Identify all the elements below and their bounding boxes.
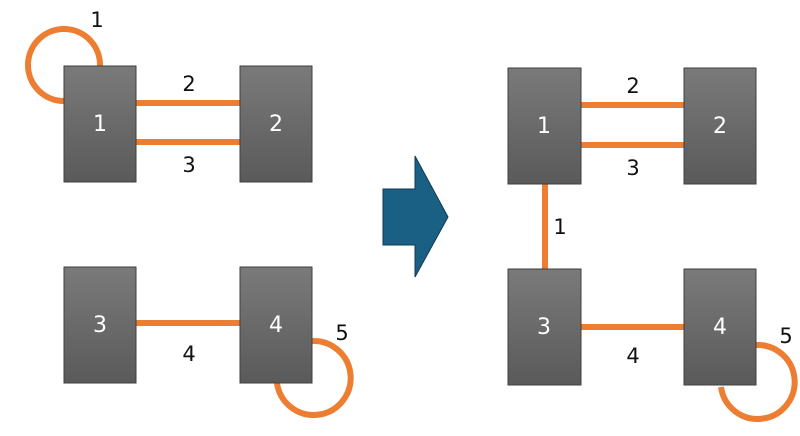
before-graph: 1 2 3 4 1 2 3 4 5 xyxy=(25,8,354,418)
before-node-4 xyxy=(239,266,313,384)
after-edge-4-label: 4 xyxy=(626,344,639,368)
before-edge-5-self-loop xyxy=(274,337,354,418)
before-node-3 xyxy=(63,266,137,384)
after-node-2-label: 2 xyxy=(713,114,727,139)
after-node-4-label: 4 xyxy=(713,315,727,340)
after-edge-1-label: 1 xyxy=(553,215,566,239)
before-node-2 xyxy=(239,65,313,183)
after-node-1 xyxy=(507,67,582,185)
after-edge-5-label: 5 xyxy=(779,324,792,348)
before-node-2-label: 2 xyxy=(269,112,283,137)
before-edge-3-label: 3 xyxy=(182,153,195,177)
after-node-3-label: 3 xyxy=(537,315,551,340)
before-edge-4-label: 4 xyxy=(182,342,195,366)
before-edge-1-label: 1 xyxy=(90,8,103,32)
after-node-3 xyxy=(507,268,582,386)
after-edge-2-label: 2 xyxy=(626,74,639,98)
after-node-4 xyxy=(683,268,757,386)
before-edge-5-label: 5 xyxy=(335,321,348,345)
right-arrow-icon xyxy=(382,155,449,278)
before-node-1 xyxy=(63,65,137,183)
before-edge-2-label: 2 xyxy=(182,72,195,96)
after-graph: 1 2 3 4 1 2 3 4 5 xyxy=(507,67,798,422)
after-edge-5-self-loop xyxy=(718,341,798,422)
before-node-3-label: 3 xyxy=(93,313,107,338)
before-node-4-label: 4 xyxy=(269,313,283,338)
after-node-1-label: 1 xyxy=(537,114,551,139)
after-edge-3-label: 3 xyxy=(626,156,639,180)
before-edge-1-self-loop xyxy=(25,26,104,104)
before-node-1-label: 1 xyxy=(93,112,107,137)
after-node-2 xyxy=(683,67,757,185)
